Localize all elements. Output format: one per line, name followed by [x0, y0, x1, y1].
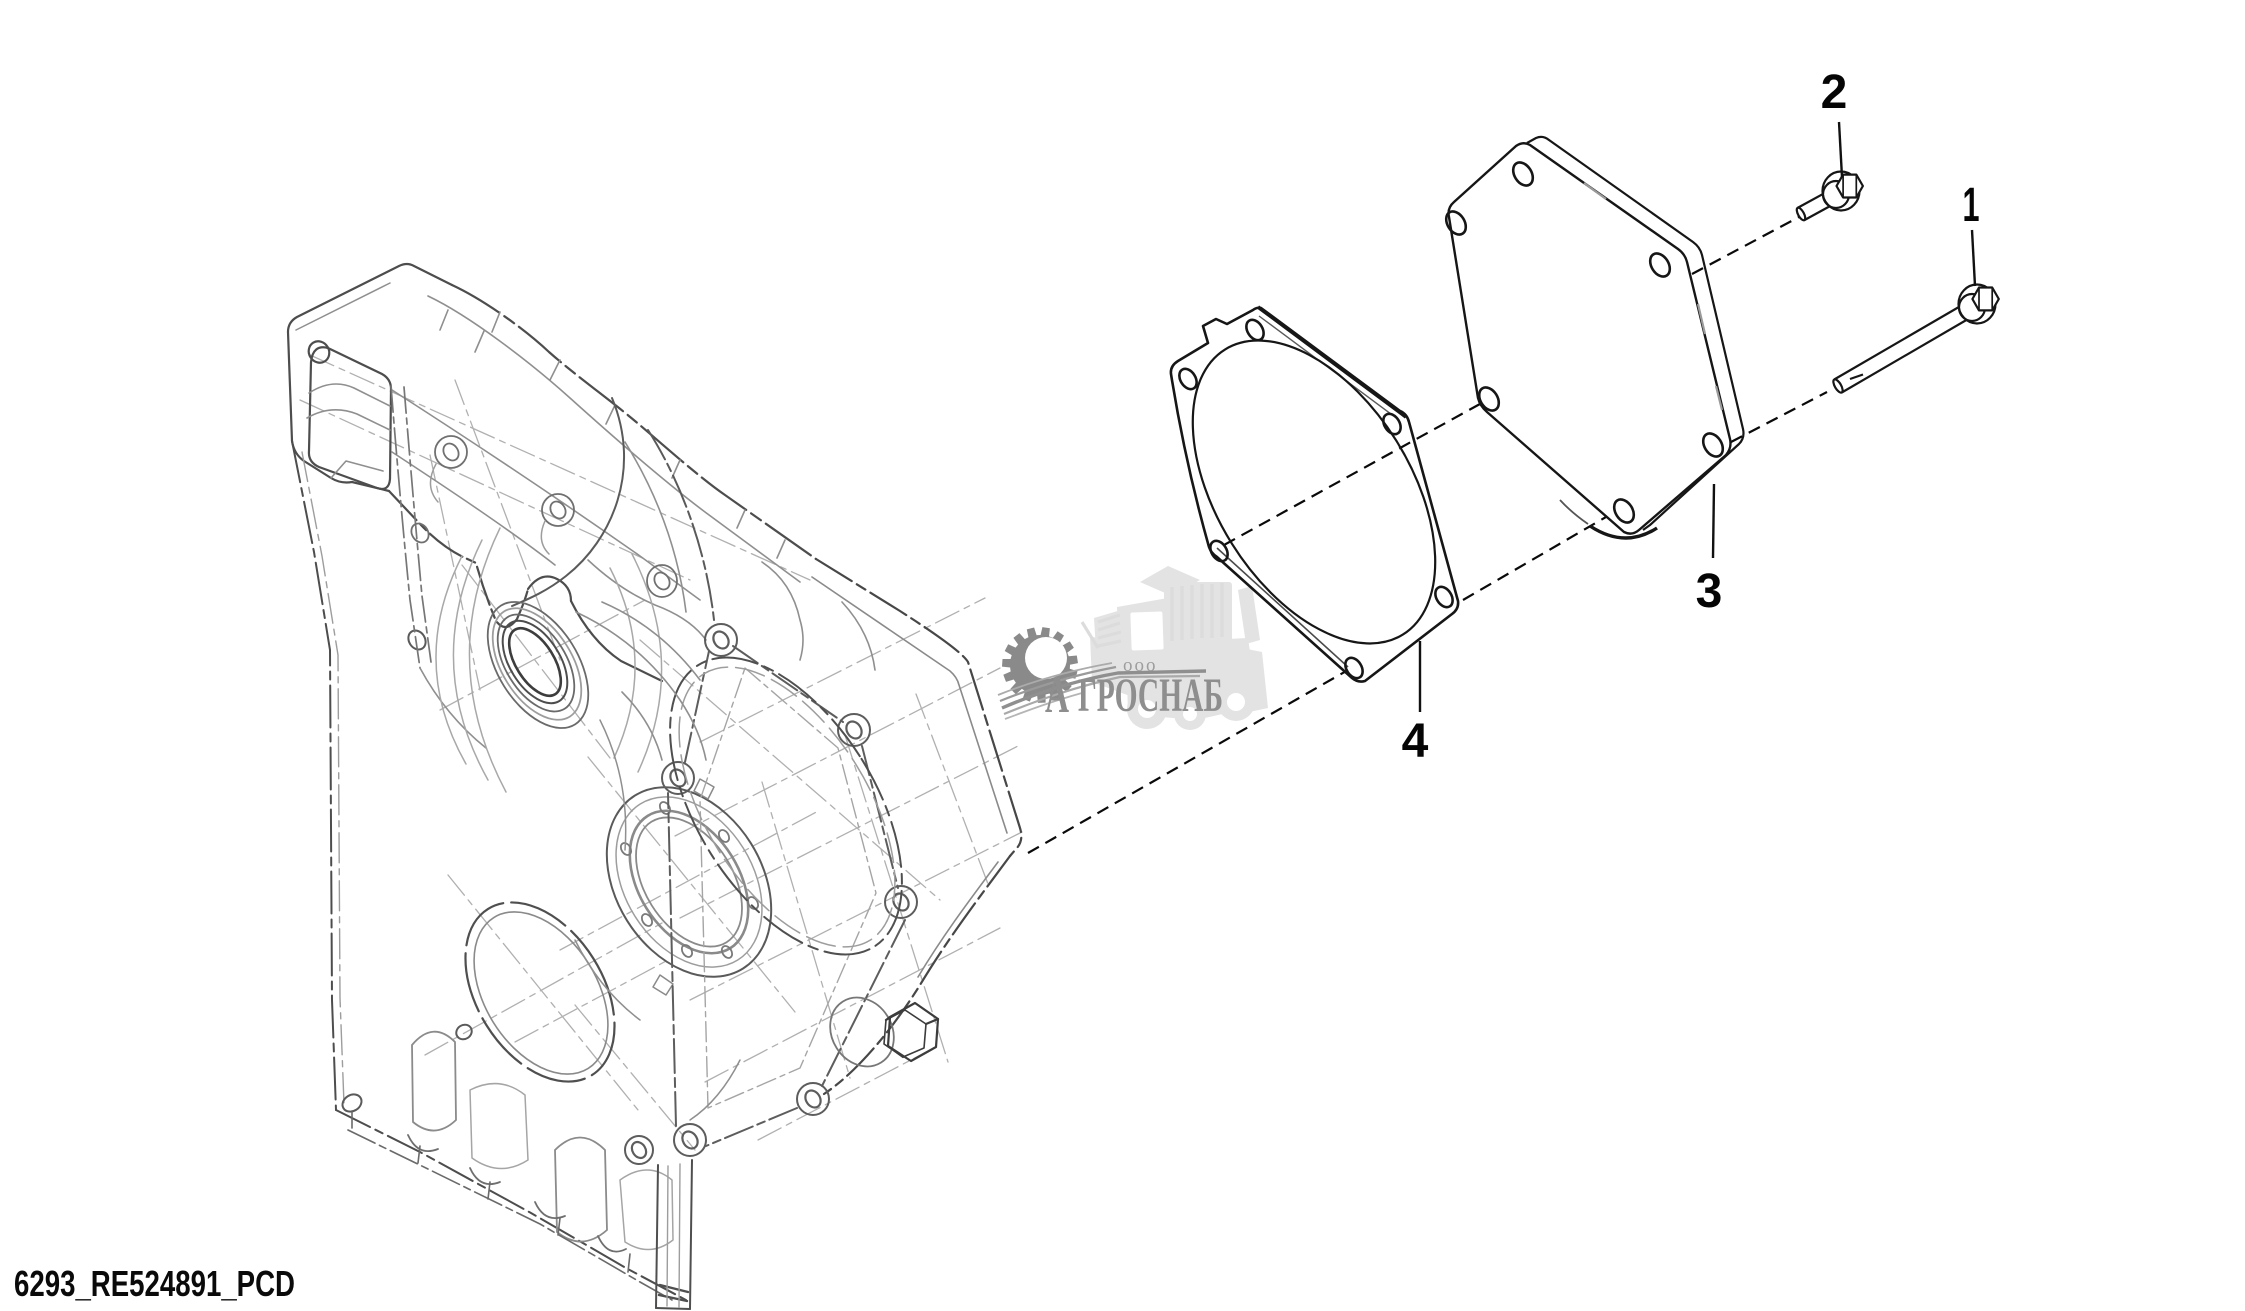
svg-text:6293_RE524891_PCD: 6293_RE524891_PCD — [14, 1263, 295, 1304]
svg-text:4: 4 — [1402, 715, 1429, 768]
svg-text:А: А — [1045, 666, 1069, 724]
svg-text:3: 3 — [1696, 565, 1723, 618]
svg-text:1: 1 — [1963, 179, 1980, 232]
svg-text:ГРОСНАБ: ГРОСНАБ — [1078, 669, 1223, 722]
svg-text:ooo: ooo — [1123, 655, 1158, 676]
svg-text:2: 2 — [1821, 66, 1848, 119]
